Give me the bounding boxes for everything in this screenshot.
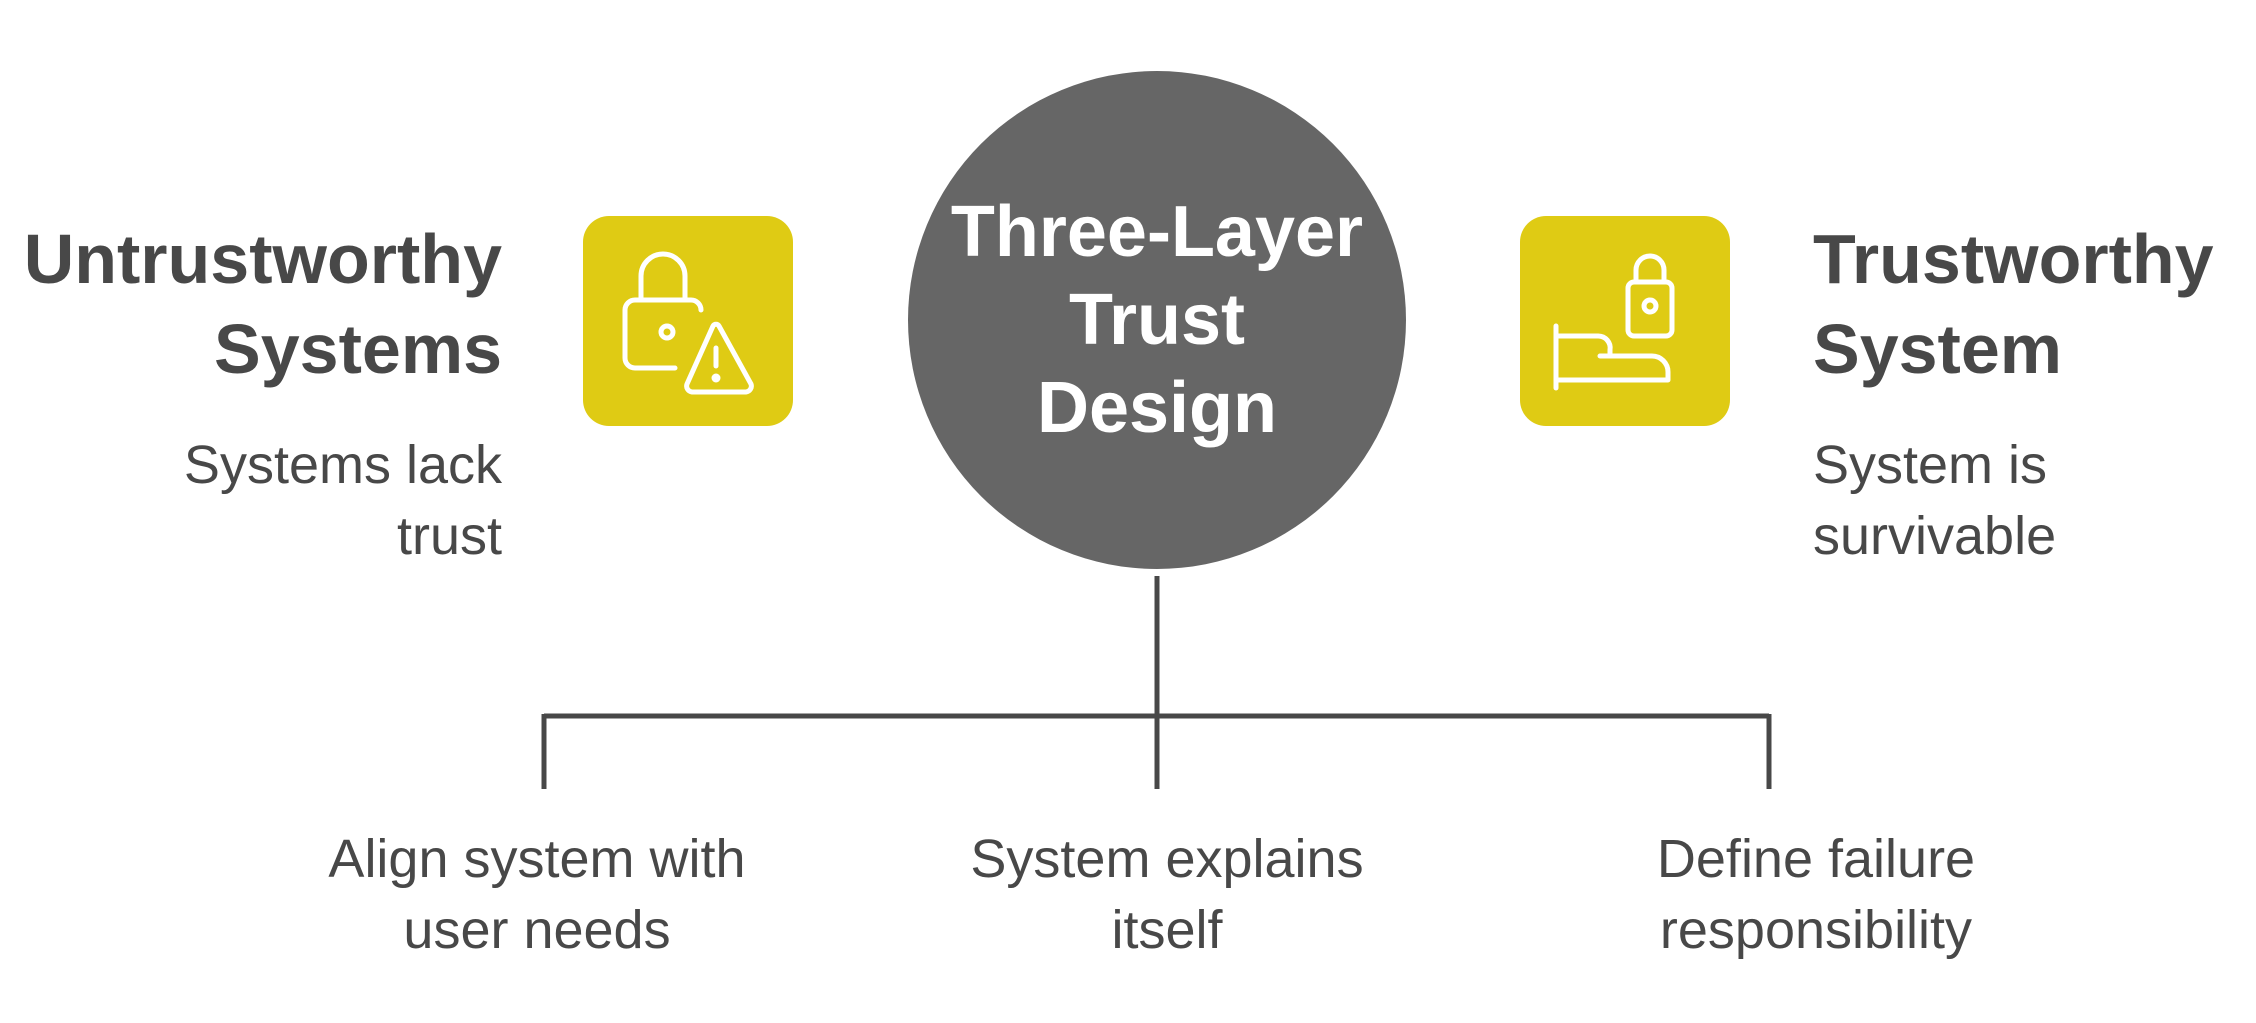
left-icon-box [583,216,793,426]
left-title-line1: Untrustworthy [23,220,502,298]
center-title: Three-Layer Trust Design [950,192,1364,448]
right-title-line1: Trustworthy [1813,220,2214,298]
branch-label-line1: Align system with [328,829,746,889]
left-title: Untrustworthy Systems [24,214,502,394]
branch-label-line2: itself [1111,900,1223,960]
branch-label-responsibility: Define failure responsibility [1536,824,2096,966]
left-title-line2: Systems [214,310,502,388]
right-title-line2: System [1813,310,2063,388]
right-title: Trustworthy System [1813,214,2214,394]
branch-label-line1: System explains [970,829,1364,889]
lock-warning-icon [622,251,754,395]
branch-label-line1: Define failure [1656,829,1976,889]
branch-label-explain: System explains itself [887,824,1447,966]
lock-hand-icon [1553,253,1675,391]
right-subtitle-line2: survivable [1813,506,2057,566]
left-subtitle-line1: Systems lack [183,435,502,495]
right-subtitle: System is survivable [1813,430,2056,572]
branch-label-line2: user needs [403,900,671,960]
branch-label-line2: responsibility [1659,900,1973,960]
right-icon-box [1520,216,1730,426]
branch-label-align: Align system with user needs [257,824,817,966]
left-subtitle: Systems lack trust [184,430,502,572]
center-circle: Three-Layer Trust Design [908,71,1406,569]
right-subtitle-line1: System is [1813,435,2048,495]
left-subtitle-line2: trust [396,506,502,566]
